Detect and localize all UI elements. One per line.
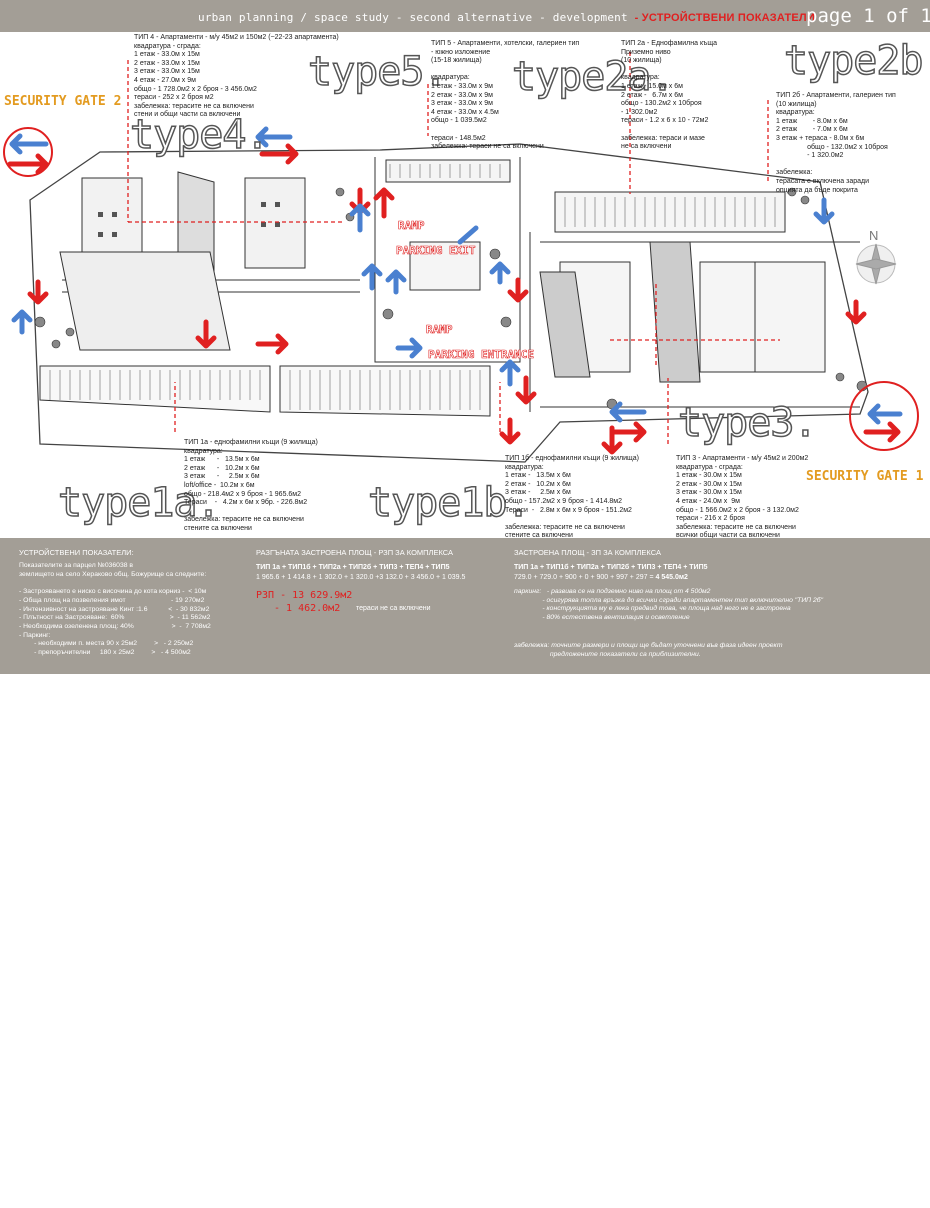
zp-formula: ТИП 1а + ТИП1б + ТИП2а + ТИП2б + ТИП3 + … — [514, 564, 708, 571]
type5-label: type5. — [307, 48, 448, 96]
spec-type2a: ТИП 2а - Еднофамилна къща Приземно ниво … — [621, 40, 718, 151]
rzp-title: РАЗГЪНАТА ЗАСТРОЕНА ПЛОЩ - РЗП ЗА КОМПЛЕ… — [256, 548, 454, 557]
indicators-title: УСТРОЙСТВЕНИ ПОКАЗАТЕЛИ: — [19, 548, 134, 557]
spec-type3: ТИП 3 - Апартаменти - м/у 45м2 и 200м2 к… — [676, 455, 809, 540]
type1a-label: type1a. — [57, 479, 221, 527]
gate1-circle — [849, 381, 919, 451]
security-gate-2: SECURITY GATE 2 — [4, 94, 122, 109]
spec-type5: ТИП 5 - Апартаменти, хотелски, галериен … — [431, 40, 580, 151]
zp-title: ЗАСТРОЕНА ПЛОЩ - ЗП ЗА КОМПЛЕКСА — [514, 548, 661, 557]
indicators-list: Показателите за парцел №036038 в землище… — [19, 562, 211, 657]
security-gate-1: SECURITY GATE 1 — [806, 469, 924, 484]
north-arrow-icon — [855, 243, 897, 285]
spec-type4: ТИП 4 - Апартаменти - м/у 45м2 и 150м2 (… — [134, 34, 339, 119]
type2a-label: type2a. — [511, 53, 675, 101]
spec-type1b: ТИП 1б - еднофамилни къщи (9 жилища) ква… — [505, 455, 639, 540]
website-url[interactable]: www.progenerate-bg.com — [915, 1096, 924, 1202]
type2b-label: type2b. — [783, 37, 930, 85]
indicators-panel: УСТРОЙСТВЕНИ ПОКАЗАТЕЛИ: Показателите за… — [0, 538, 930, 1202]
site-plan: type4. type5. type2a. type2b. type3. typ… — [0, 32, 930, 540]
rzp-formula: ТИП 1а + ТИП1б + ТИП2а + ТИП2б + ТИП3 + … — [256, 564, 450, 571]
type1b-label: type1b. — [367, 479, 531, 527]
final-note: забележка: точните размери и площи ще бъ… — [514, 642, 783, 658]
parking-notes: паркинг: - развива се на подземно ниво н… — [514, 588, 824, 622]
page-indicator: page 1 of 12 — [806, 5, 930, 27]
rzp-values: 1 965.6 + 1 414.8 + 1 302.0 + 1 320.0 +3… — [256, 574, 466, 581]
header-bar: urban planning / space study - second al… — [0, 0, 930, 32]
spec-type1a: ТИП 1а - еднофамилни къщи (9 жилища) ква… — [184, 439, 318, 532]
rzp-total: РЗП - 13 629.9м2 — [256, 590, 353, 601]
zp-values: 729.0 + 729.0 + 900 + 0 + 900 + 997 + 29… — [514, 574, 688, 581]
rzp-terraces-note: тераси не са включени — [356, 605, 431, 612]
spec-type2b: ТИП 2б - Апартаменти, галериен тип (10 ж… — [776, 92, 896, 194]
type3-label: type3. — [677, 399, 818, 447]
ramp-label-bottom: RAMP — [426, 323, 453, 337]
site-plan-drawing — [3, 52, 919, 463]
parking-entrance-label: PARKING ENTRANCE — [428, 348, 535, 362]
parking-exit-label: PARKING EXIT — [396, 244, 476, 258]
gate2-circle — [3, 127, 53, 177]
ramp-label-top: RAMP — [398, 219, 425, 233]
header-subtitle: urban planning / space study - second al… — [198, 11, 815, 24]
type4-label: type4. — [129, 111, 270, 159]
north-label: N — [869, 228, 879, 243]
rzp-terraces: - 1 462.0м2 — [274, 603, 341, 614]
